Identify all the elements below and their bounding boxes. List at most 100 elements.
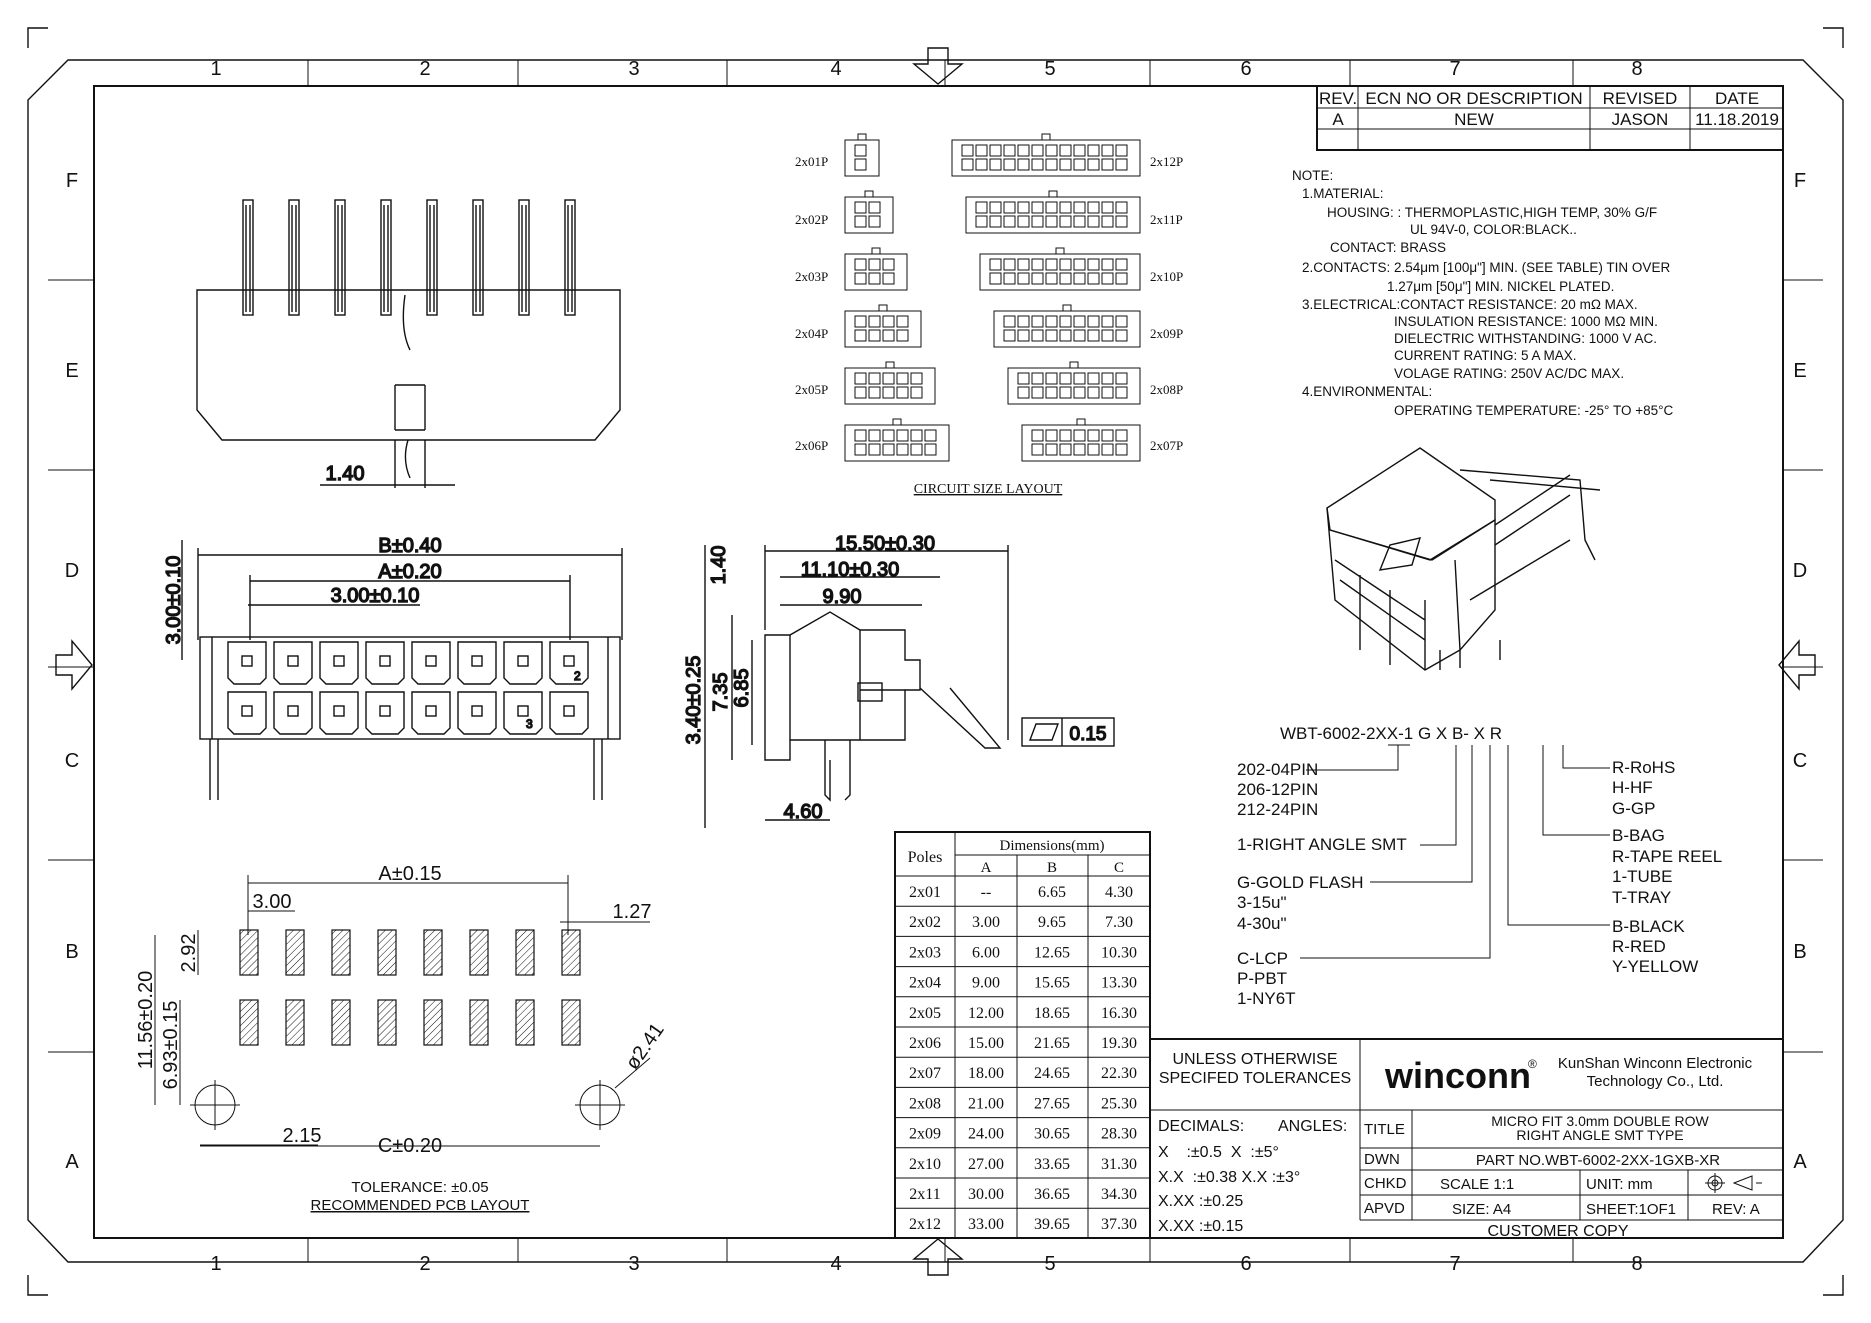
table-cell: 16.30 (1101, 1005, 1137, 1022)
row-label: E (1793, 360, 1806, 382)
circuit-pin (1045, 258, 1058, 271)
customer-copy: CUSTOMER COPY (1487, 1223, 1628, 1240)
circuit-pin (1031, 329, 1044, 342)
dim-pcb-pitch: 3.00 (253, 891, 292, 913)
cavity (503, 691, 543, 735)
rev-header: REVISED (1603, 89, 1678, 108)
circuit-pin (1045, 329, 1058, 342)
table-cell: 39.65 (1034, 1216, 1070, 1233)
col-label: 6 (1240, 1253, 1251, 1275)
contact (287, 655, 299, 667)
table-header: A (981, 860, 992, 876)
pcb-tolerance: TOLERANCE: ±0.05 (351, 1179, 488, 1196)
pin-label-2: 2 (574, 669, 581, 683)
tolerance-heading: UNLESS OTHERWISE (1172, 1051, 1337, 1068)
pn-color: Y-YELLOW (1612, 957, 1698, 976)
dim-pcb-c: C±0.20 (378, 1135, 442, 1157)
circuit-pin (1087, 386, 1100, 399)
dim-pcb-v2: 6.93±0.15 (160, 1001, 182, 1090)
circuit-pin (882, 258, 895, 271)
latch (1041, 133, 1051, 141)
table-cell: 33.65 (1034, 1156, 1070, 1173)
circuit-pin (1059, 201, 1072, 214)
tol-line: X.XX :±0.15 (1158, 1218, 1243, 1235)
cavity (457, 641, 497, 685)
circuit-pin (1101, 201, 1114, 214)
circuit-size-layout: 2x01P 2x02P 2x03P 2x04P 2x05P 2x06P 2x12… (795, 133, 1183, 497)
dim-d1: 15.50±0.30 (835, 533, 935, 555)
col-label: 3 (628, 1253, 639, 1275)
table-cell: 12.00 (968, 1005, 1004, 1022)
drawing-title: MICRO FIT 3.0mm DOUBLE ROW (1491, 1113, 1709, 1129)
tb-label: APVD (1364, 1200, 1405, 1217)
pn-packing: 1-TUBE (1612, 867, 1672, 886)
cavity (273, 691, 313, 735)
pn-pins: 202-04PIN (1237, 760, 1318, 779)
pcb-pad (561, 999, 581, 1046)
circuit-pin (1073, 201, 1086, 214)
circuit-label: 2x11P (1150, 212, 1183, 227)
circuit-pin (854, 315, 867, 328)
latch (885, 361, 895, 369)
cavity (227, 691, 267, 735)
circuit-pin (1045, 315, 1058, 328)
circuit-pin (1059, 158, 1072, 171)
circuit-pin (1101, 386, 1114, 399)
contact (333, 705, 345, 717)
note-line: INSULATION RESISTANCE: 1000 MΩ MIN. (1394, 314, 1658, 329)
pin (518, 199, 530, 316)
part-no: PART NO.WBT-6002-2XX-1GXB-XR (1476, 1152, 1720, 1169)
circuit-pin (1031, 201, 1044, 214)
pcb-pad (515, 929, 535, 976)
cavity (457, 691, 497, 735)
pcb-pad (469, 929, 489, 976)
pcb-pad (285, 929, 305, 976)
col-label: 7 (1449, 1253, 1460, 1275)
pcb-pad (423, 999, 443, 1046)
table-cell: 9.65 (1038, 914, 1066, 931)
circuit-pin (1073, 144, 1086, 157)
circuit-pin (1115, 443, 1128, 456)
row-label: A (1793, 1151, 1807, 1173)
circuit-pin (854, 158, 867, 171)
row-label: B (1793, 941, 1806, 963)
note-line: 4.ENVIRONMENTAL: (1302, 384, 1432, 399)
pin (334, 199, 346, 316)
dim-pcb-a: A±0.15 (378, 863, 441, 885)
pin-label-3: 3 (526, 717, 533, 731)
circuit-pin (1101, 329, 1114, 342)
table-cell: 18.00 (968, 1065, 1004, 1082)
circuit-pin (1101, 315, 1114, 328)
rev-header: DATE (1715, 89, 1759, 108)
tol-line: X.X :±0.38 X.X :±3° (1158, 1169, 1300, 1186)
table-cell: 22.30 (1101, 1065, 1137, 1082)
contact (379, 655, 391, 667)
side-view: 15.50±0.30 11.10±0.30 9.90 1.40 3.40±0.2… (682, 532, 1115, 828)
revision-table: REV. ECN NO OR DESCRIPTION REVISED DATE … (1316, 85, 1784, 151)
latch (892, 418, 902, 426)
latch (1076, 418, 1086, 426)
part-number-breakdown: WBT-6002-2XX-1 G X B- X R 202-04PIN 206-… (1237, 724, 1722, 1008)
circuit-pin (1031, 315, 1044, 328)
note-line: DIELECTRIC WITHSTANDING: 1000 V AC. (1394, 331, 1657, 346)
latch (871, 247, 881, 255)
note-line: VOLAGE RATING: 250V AC/DC MAX. (1394, 366, 1624, 381)
contact (471, 655, 483, 667)
circuit-pin (1003, 158, 1016, 171)
table-cell: 2x08 (909, 1095, 941, 1112)
dim-pcb-h: 2.92 (178, 934, 200, 973)
dim-v4: 6.85 (731, 669, 753, 708)
table-cell: 9.00 (972, 975, 1000, 992)
cavity (549, 641, 589, 685)
dim-bottom: 4.60 (784, 801, 823, 823)
circuit-pin (1087, 158, 1100, 171)
pn-material: C-LCP (1237, 949, 1288, 968)
circuit-pin (1115, 429, 1128, 442)
contact (471, 705, 483, 717)
circuit-pin (1059, 272, 1072, 285)
row-label: D (1793, 560, 1807, 582)
circuit-pin (854, 201, 867, 214)
dim-v2: 3.40±0.25 (683, 656, 705, 745)
